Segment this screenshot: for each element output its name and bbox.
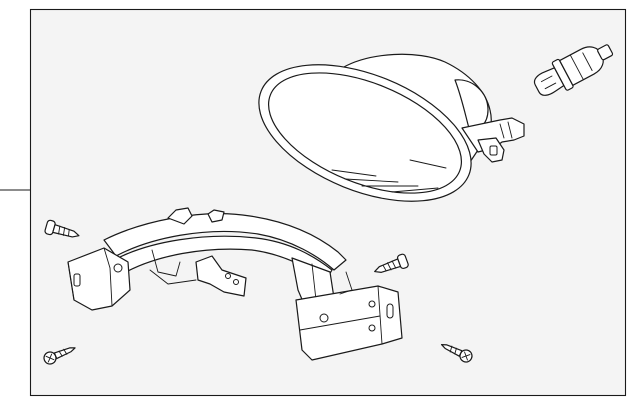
fog-light-lens-texture (331, 159, 447, 193)
screw-shank (53, 347, 76, 360)
bracket-upper-rail (103, 213, 347, 271)
bracket-center-hole (233, 279, 239, 285)
screw-shank (374, 258, 402, 273)
screw-shank (440, 343, 463, 357)
bulb-connector-tab (597, 44, 614, 61)
bracket-top-tab (207, 209, 225, 223)
bracket-top-tab (167, 207, 193, 225)
bracket-left-hole (113, 263, 123, 273)
screw[interactable] (439, 339, 474, 364)
fog-light-mount-hole (489, 145, 498, 156)
screw[interactable] (42, 342, 77, 365)
fog-light-assembly[interactable] (239, 37, 525, 228)
mounting-bracket[interactable] (67, 207, 403, 361)
bracket-left-hole (73, 273, 81, 287)
bracket-right-hole (368, 300, 376, 308)
bulb[interactable] (530, 35, 618, 102)
screw[interactable] (372, 253, 409, 278)
bracket-left-plate (67, 247, 131, 311)
screw[interactable] (44, 219, 81, 243)
bracket-right-slot (386, 303, 394, 319)
bracket-center-plate (195, 255, 247, 297)
bracket-right-hole (368, 324, 376, 332)
bracket-center-hole (225, 273, 231, 279)
bracket-right-hole (319, 313, 329, 323)
bracket-right-plate (295, 285, 403, 361)
